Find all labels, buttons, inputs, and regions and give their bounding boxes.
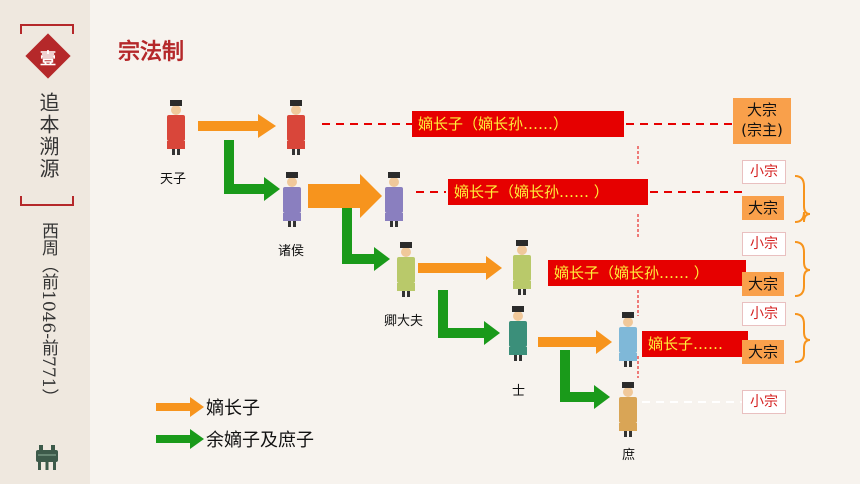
dazong-box-3: 大宗	[742, 340, 784, 364]
legend-green-arrow	[156, 429, 204, 449]
dazong-zongzhu-box: 大宗 (宗主)	[733, 98, 791, 144]
ding-vessel-icon	[36, 445, 58, 470]
legend-orange-arrow	[156, 397, 204, 417]
badge-text: 壹	[39, 49, 56, 68]
figure-tianzi-2	[287, 100, 305, 155]
red-box-row1: 嫡长子（嫡长孙……）	[412, 111, 624, 137]
label-tianzi: 天子	[160, 172, 187, 187]
red-box-row2: 嫡长子（嫡长孙…… ）	[448, 179, 648, 205]
label-zhuhou: 诸侯	[278, 244, 305, 259]
label-qingdaifu: 卿大夫	[384, 314, 424, 329]
bracket-right-1	[794, 175, 811, 223]
label-shu: 庶	[622, 448, 636, 463]
figure-zhuhou-1	[283, 172, 301, 227]
xiaozong-box-3: 小宗	[742, 302, 786, 326]
figure-tianzi-1	[167, 100, 185, 155]
xiaozong-box-2: 小宗	[742, 232, 786, 256]
red-box-row3: 嫡长子（嫡长孙…… ）	[548, 260, 746, 286]
green-arrow-1	[224, 140, 280, 201]
dazong-box-2: 大宗	[742, 272, 784, 296]
green-arrow-3	[438, 290, 500, 345]
green-arrow-2	[342, 208, 390, 271]
section-title: 追本溯源	[36, 92, 60, 180]
orange-arrow-4	[538, 330, 612, 354]
legend-orange-label: 嫡长子	[206, 398, 260, 419]
orange-arrow-1	[198, 114, 276, 138]
bracket-right-1b	[794, 211, 805, 223]
bracket-top	[20, 24, 74, 34]
legend-green-label: 余嫡子及庶子	[206, 430, 314, 451]
orange-arrow-3	[418, 256, 502, 280]
figure-zhuhou-2	[385, 172, 403, 227]
red-box-row4: 嫡长子……	[642, 331, 748, 357]
label-shi: 士	[512, 384, 526, 399]
xiaozong-box-1: 小宗	[742, 160, 786, 184]
bracket-right-3	[794, 313, 811, 363]
dazong-main-label: 大宗	[746, 101, 777, 119]
sidebar: 壹 追本溯源 西周（前1046-前771）	[0, 0, 90, 484]
dazong-sub-label: (宗主)	[741, 121, 783, 139]
figure-shi-1	[509, 306, 527, 361]
dazong-box-1: 大宗	[742, 196, 784, 220]
figure-qingdaifu-1	[397, 242, 415, 297]
xiaozong-box-4: 小宗	[742, 390, 786, 414]
figure-shu	[619, 382, 637, 437]
orange-arrow-2	[308, 174, 382, 218]
bracket-bottom	[20, 196, 74, 206]
page-title: 宗法制	[118, 39, 185, 65]
period-label: 西周（前1046-前771）	[38, 222, 58, 406]
section-badge: 壹	[25, 33, 71, 79]
green-arrow-4	[560, 350, 610, 409]
figure-shi-2	[619, 312, 637, 367]
bracket-right-2	[794, 241, 811, 297]
figure-qingdaifu-2	[513, 240, 531, 295]
